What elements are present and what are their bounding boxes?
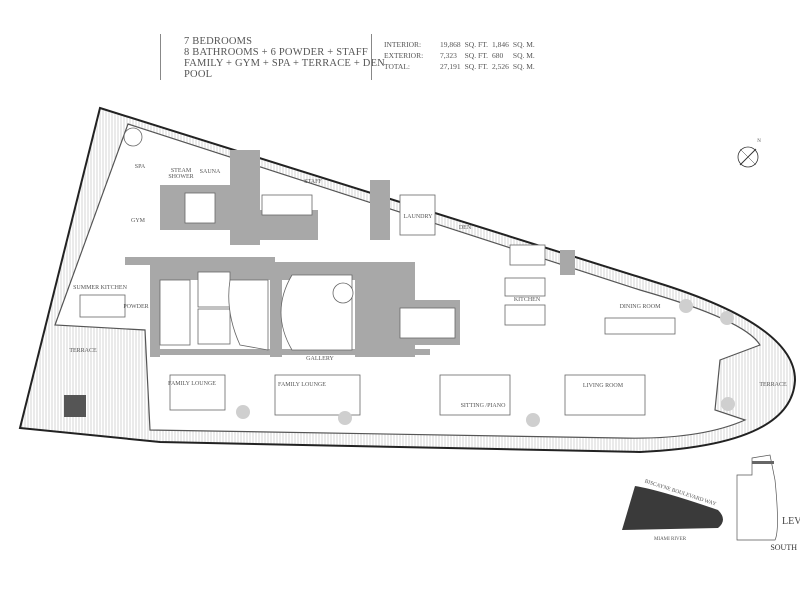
room-label-steam: STEAM <box>171 168 192 174</box>
level-label: LEVEL <box>782 516 800 527</box>
area-label: EXTERIOR: <box>384 51 424 60</box>
room-label-staff: STAFF <box>304 179 322 185</box>
area-sqm: 2,526 <box>492 62 509 71</box>
unit: SQ. FT. <box>464 62 489 71</box>
room-label-sauna: SAUNA <box>200 169 221 175</box>
unit: SQ. M. <box>512 51 535 60</box>
room-label-den: DEN <box>459 225 472 231</box>
room-label-summer-kitchen: SUMMER KITCHEN <box>73 285 128 291</box>
river-label: MIAMI RIVER <box>654 537 687 542</box>
area-sqft: 27,191 <box>440 62 461 71</box>
room-label-family-lounge: FAMILY LOUNGE <box>168 381 216 387</box>
unit: SQ. M. <box>512 40 535 49</box>
room-label-living-room: LIVING ROOM <box>583 383 624 389</box>
room-label-gym: GYM <box>131 218 146 224</box>
header-divider <box>160 34 161 80</box>
area-label: INTERIOR: <box>384 40 422 49</box>
north-arrow-icon: N <box>737 139 761 168</box>
summary-line: 8 BATHROOMS + 6 POWDER + STAFF <box>184 47 368 58</box>
area-row: EXTERIOR: 7,323 SQ. FT.680 SQ. M. <box>384 50 539 61</box>
room-label-terrace: TERRACE <box>759 382 787 388</box>
unit: SQ. M. <box>512 62 535 71</box>
area-sqm: 1,846 <box>492 40 509 49</box>
room-label-family-lounge: FAMILY LOUNGE <box>278 382 326 388</box>
summary-line: POOL <box>184 69 213 80</box>
summary-line: FAMILY + GYM + SPA + TERRACE + DEN <box>184 58 385 69</box>
room-label-spa: SPA <box>135 164 146 170</box>
columns <box>236 299 735 427</box>
tower-elevation <box>736 454 778 541</box>
room-label-laundry: LAUNDRY <box>403 214 433 220</box>
level-marker <box>752 461 774 464</box>
room-label-sitting-piano: SITTING /PIANO <box>461 403 506 409</box>
area-label: TOTAL: <box>384 62 410 71</box>
room-label-terrace: TERRACE <box>69 348 97 354</box>
hot-tub <box>64 395 86 417</box>
fixtures <box>79 127 676 416</box>
area-sqft: 19,868 <box>440 40 461 49</box>
room-label-dining-room: DINING ROOM <box>620 304 661 310</box>
north-label: N <box>757 139 761 144</box>
unit-summary: 7 BEDROOMS 8 BATHROOMS + 6 POWDER + STAF… <box>184 36 385 80</box>
unit: SQ. FT. <box>464 40 489 49</box>
header-divider <box>371 34 372 80</box>
orientation-label: SOUTH <box>770 543 797 552</box>
room-label-kitchen: KITCHEN <box>514 297 541 303</box>
area-sqm: 680 <box>492 51 504 60</box>
room-label-shower: SHOWER <box>168 174 193 180</box>
site-key-map <box>622 486 723 530</box>
room-label-gallery: GALLERY <box>306 356 334 362</box>
room-label-powder: POWDER <box>123 304 148 310</box>
unit: SQ. FT. <box>464 51 489 60</box>
summary-line: 7 BEDROOMS <box>184 36 253 47</box>
area-sqft: 7,323 <box>440 51 457 60</box>
